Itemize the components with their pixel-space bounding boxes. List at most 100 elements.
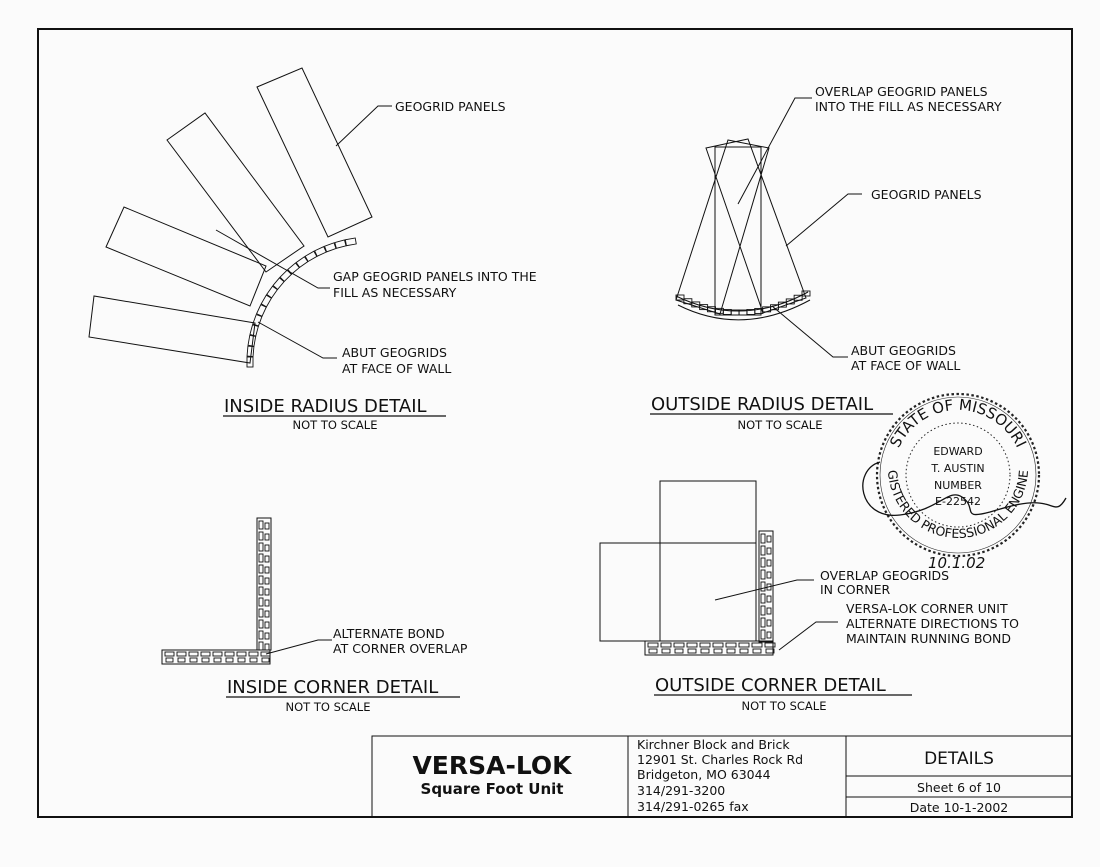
note-overlap-line2: IN CORNER bbox=[820, 582, 891, 597]
seal-handwritten-date: 10.1.02 bbox=[928, 554, 985, 572]
wall-block bbox=[266, 285, 279, 299]
wall-block bbox=[264, 621, 270, 629]
outside-radius-title: OUTSIDE RADIUS DETAIL bbox=[651, 394, 873, 415]
wall-block bbox=[258, 586, 264, 596]
supplier-address: 12901 St. Charles Rock Rd bbox=[637, 752, 803, 767]
wall-block bbox=[258, 641, 264, 651]
wall-block bbox=[164, 651, 175, 657]
wall-block bbox=[258, 630, 264, 640]
geogrid-panel bbox=[88, 295, 256, 364]
wall-block bbox=[304, 250, 318, 263]
geogrid-panel bbox=[675, 139, 770, 315]
wall-block bbox=[258, 608, 264, 618]
wall-block bbox=[264, 599, 270, 607]
wall-block bbox=[687, 648, 697, 654]
seal-number-label: NUMBER bbox=[934, 479, 982, 492]
horizontal-wall bbox=[644, 640, 774, 656]
wall-block bbox=[648, 648, 658, 654]
note-unit-line3: MAINTAIN RUNNING BOND bbox=[846, 631, 1011, 646]
wall-block bbox=[264, 533, 270, 541]
wall-block bbox=[212, 651, 223, 657]
wall-block bbox=[683, 298, 693, 305]
wall-block bbox=[189, 657, 198, 663]
wall-block bbox=[760, 629, 766, 640]
wall-block bbox=[660, 642, 672, 648]
wall-block bbox=[700, 648, 710, 654]
wall-block bbox=[752, 648, 762, 654]
wall-block bbox=[661, 648, 671, 654]
wall-block bbox=[760, 593, 766, 604]
note-geogrid-panels: GEOGRID PANELS bbox=[871, 187, 982, 202]
wall-block bbox=[760, 533, 766, 544]
wall-block bbox=[760, 557, 766, 568]
leader-line bbox=[335, 105, 392, 147]
wall-block bbox=[334, 239, 347, 249]
wall-block bbox=[236, 651, 247, 657]
horizontal-wall-blocks bbox=[647, 642, 776, 654]
inside-corner-scale: NOT TO SCALE bbox=[286, 700, 371, 714]
leader-line bbox=[257, 321, 337, 359]
wall-block bbox=[165, 657, 174, 663]
wall-block bbox=[258, 520, 264, 530]
wall-block bbox=[344, 237, 357, 247]
outer-wall-blocks bbox=[675, 290, 811, 316]
note-unit-line2: ALTERNATE DIRECTIONS TO bbox=[846, 616, 1019, 631]
note-unit-line1: VERSA-LOK CORNER UNIT bbox=[846, 601, 1008, 616]
wall-block bbox=[793, 294, 803, 301]
inside-radius-detail bbox=[88, 67, 392, 368]
note-abut-line1: ABUT GEOGRIDS bbox=[851, 343, 956, 358]
wall-block bbox=[260, 651, 271, 657]
wall-block bbox=[699, 642, 711, 648]
wall-block bbox=[766, 535, 772, 543]
wall-block bbox=[766, 631, 772, 639]
wall-block bbox=[713, 648, 723, 654]
note-overlap-line1: OVERLAP GEOGRID PANELS bbox=[815, 84, 988, 99]
wall-block bbox=[712, 642, 724, 648]
wall-block bbox=[264, 577, 270, 585]
wall-block bbox=[323, 242, 337, 253]
horizontal-wall-blocks bbox=[164, 651, 271, 663]
wall-block bbox=[258, 597, 264, 607]
wall-block bbox=[766, 619, 772, 627]
note-abut-line1: ABUT GEOGRIDS bbox=[342, 345, 447, 360]
wall-block bbox=[725, 642, 737, 648]
wall-block bbox=[766, 571, 772, 579]
wall-block bbox=[295, 256, 309, 269]
inside-corner-title: INSIDE CORNER DETAIL bbox=[227, 677, 438, 698]
wall-block bbox=[673, 642, 685, 648]
wall-block bbox=[177, 657, 186, 663]
wall-block bbox=[188, 651, 199, 657]
wall-block bbox=[674, 648, 684, 654]
wall-block bbox=[224, 651, 235, 657]
seal-name2: T. AUSTIN bbox=[930, 462, 984, 475]
supplier-name: Kirchner Block and Brick bbox=[637, 737, 790, 752]
leader-line bbox=[778, 621, 838, 651]
note-overlap-line2: INTO THE FILL AS NECESSARY bbox=[815, 99, 1002, 114]
outside-corner-title: OUTSIDE CORNER DETAIL bbox=[655, 675, 886, 696]
wall-block bbox=[176, 651, 187, 657]
note-abut-line2: AT FACE OF WALL bbox=[342, 361, 451, 376]
wall-block bbox=[314, 246, 327, 257]
wall-block bbox=[258, 542, 264, 552]
wall-block bbox=[237, 657, 246, 663]
wall-block bbox=[675, 294, 685, 301]
wall-block bbox=[760, 569, 766, 580]
leader-line bbox=[215, 229, 330, 289]
wall-block bbox=[258, 564, 264, 574]
wall-block bbox=[252, 313, 263, 327]
wall-block bbox=[647, 642, 659, 648]
wall-block bbox=[264, 588, 270, 596]
geogrid-panel bbox=[166, 112, 305, 273]
geogrid-panel bbox=[599, 542, 757, 642]
wall-block bbox=[760, 581, 766, 592]
leader-line bbox=[265, 639, 332, 655]
geogrid-panel bbox=[659, 480, 757, 642]
wall-block bbox=[272, 277, 285, 290]
wall-block bbox=[766, 559, 772, 567]
seal-name1: EDWARD bbox=[933, 445, 982, 458]
outside-corner-scale: NOT TO SCALE bbox=[742, 699, 827, 713]
wall-block bbox=[751, 642, 763, 648]
wall-block bbox=[258, 553, 264, 563]
wall-block bbox=[264, 610, 270, 618]
